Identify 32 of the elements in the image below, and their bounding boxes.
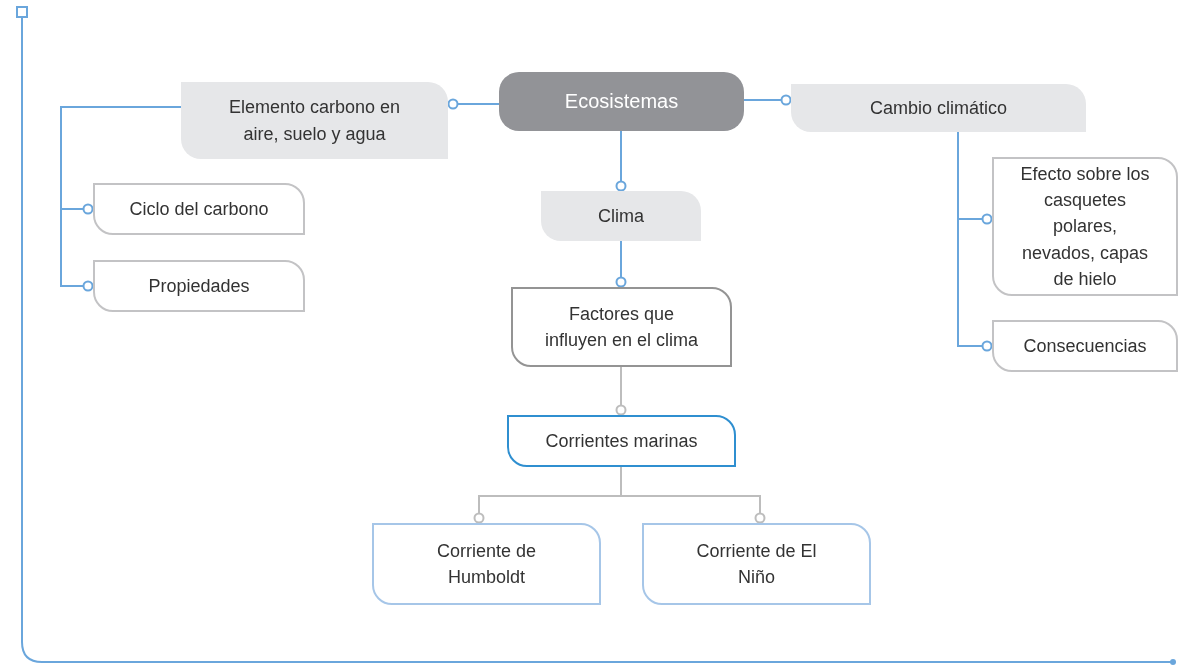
subtopic-box — [93, 260, 305, 312]
topic-box — [181, 82, 448, 159]
topic-box — [541, 191, 701, 241]
subtopic-box — [507, 415, 736, 467]
node-label: Ciclo del carbono — [129, 197, 269, 221]
connector — [615, 130, 627, 192]
node-label: Ecosistemas — [564, 89, 679, 114]
leaf-box — [372, 523, 601, 605]
connector — [620, 466, 766, 524]
node-label: Consecuencias — [1023, 334, 1147, 358]
subtopic-box — [93, 183, 305, 235]
subtopic-box — [511, 287, 732, 367]
node-label: Factores que influyen en el clima — [543, 302, 700, 352]
leaf-box — [642, 523, 871, 605]
node-label: Corriente de El Niño — [695, 539, 818, 589]
node-label: Cambio climático — [869, 96, 1007, 120]
connector — [60, 106, 182, 292]
topic-box — [791, 84, 1086, 132]
central-topic-box — [499, 72, 744, 131]
connector — [957, 131, 993, 352]
node-label: Elemento carbono en aire, suelo y agua — [227, 96, 402, 146]
subtopic-box — [992, 320, 1178, 372]
connector — [447, 98, 500, 110]
node-label: Corrientes marinas — [545, 429, 698, 453]
connector — [615, 240, 627, 288]
connector — [743, 94, 792, 106]
connector — [615, 366, 627, 416]
node-label: Clima — [598, 204, 644, 228]
node-label: Corriente de Humboldt — [435, 539, 538, 589]
node-label: Propiedades — [148, 274, 250, 298]
subtopic-box — [992, 157, 1178, 296]
node-label: Efecto sobre los casquetes polares, nevados, capas de hielo — [1019, 163, 1151, 291]
